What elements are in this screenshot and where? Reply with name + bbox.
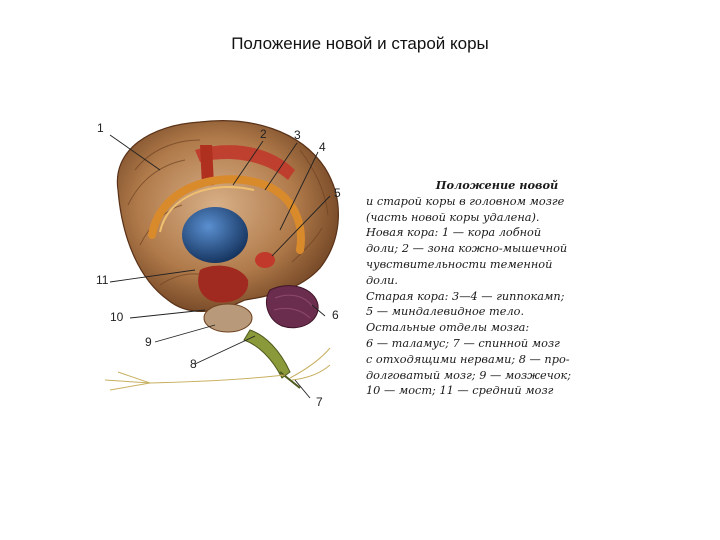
brainstem [243,329,291,379]
label-1: 1 [97,121,104,135]
caption-line-11: 10 — мост; 11 — средний мозг [366,384,554,398]
label-4: 4 [319,140,326,154]
caption-line-1: Новая кора: 1 — кора лобной [366,226,542,240]
caption-line-7: Остальные отделы мозга: [366,321,530,335]
blue-mass [182,207,248,263]
nerves [104,347,331,391]
hippocampus [148,175,305,254]
caption-line-4: доли. [366,273,399,287]
caption-line-2: доли; 2 — зона кожно-мышечной [366,242,568,256]
leader-lines [109,134,331,399]
frontal-strip [200,145,214,186]
label-6: 6 [332,308,339,322]
label-11: 11 [96,273,109,287]
slide-title: Положение новой и старой коры [231,34,489,53]
caption-line-10: долговатый мозг; 9 — мозжечок; [366,368,572,382]
sensory-zone [195,145,295,180]
caption-line-3: чувствительности теменной [366,257,553,271]
figure-caption: Положение новой и старой коры в головном… [366,178,628,399]
caption-title-1: Положение новой [435,178,559,192]
pons [203,303,253,333]
caption-line-8: 6 — таламус; 7 — спинной мозг [366,336,560,350]
label-8: 8 [190,357,197,371]
caption-title-3: (часть новой коры удалена). [366,210,540,224]
label-9: 9 [145,335,152,349]
label-2: 2 [260,127,267,141]
caption-line-5: Старая кора: 3—4 — гиппокамп; [366,289,565,303]
caption-line-6: 5 — миндалевидное тело. [366,305,525,319]
label-3: 3 [294,128,301,142]
caption-line-9: с отходящими нервами; 8 — про- [366,352,570,366]
label-7: 7 [316,395,323,409]
cerebellum [266,285,319,329]
caption-title-2: и старой коры в головном мозге [366,194,565,208]
label-10: 10 [110,310,124,324]
midbrain [198,265,249,303]
label-5: 5 [334,186,341,200]
amygdala [255,252,275,268]
